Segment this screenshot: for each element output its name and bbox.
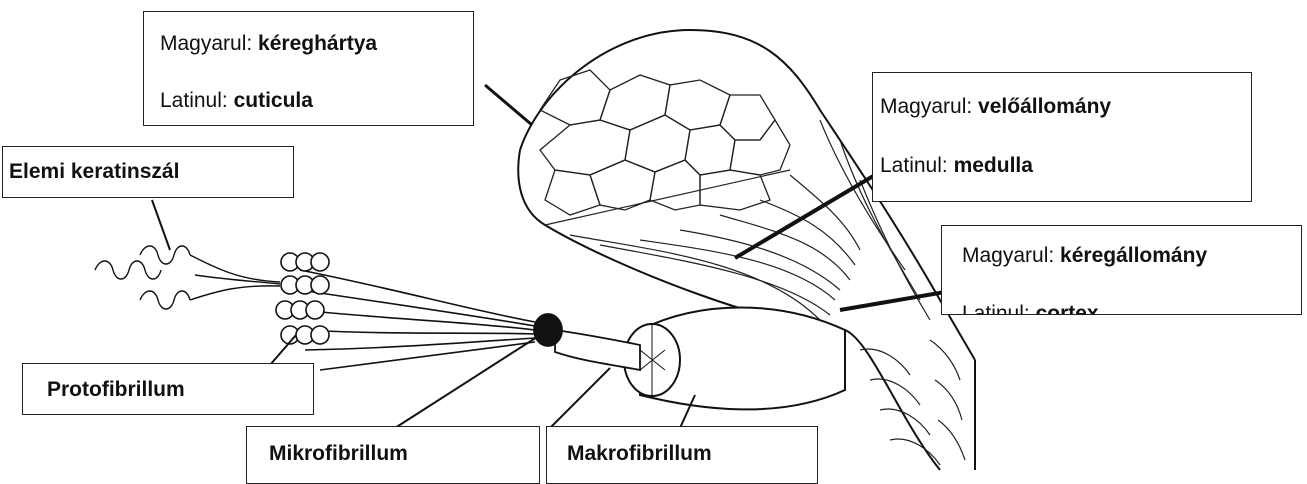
cuticula-hu-prefix: Magyarul:	[160, 32, 258, 55]
leader-cuticula	[485, 85, 532, 125]
makrofibrillum-text: Makrofibrillum	[567, 442, 712, 466]
label-mikrofibrillum: Mikrofibrillum	[246, 426, 540, 484]
scale-pattern	[860, 340, 965, 465]
protofibrillum-text: Protofibrillum	[47, 378, 185, 402]
mikrofibrillum-text: Mikrofibrillum	[269, 442, 408, 466]
cortex-hungarian-line: Magyarul: kéregállomány	[962, 244, 1207, 268]
medulla-la-term: medulla	[954, 154, 1033, 177]
medulla-latin-line: Latinul: medulla	[880, 154, 1033, 178]
label-cortex: Magyarul: kéregállomány Latinul: cortex	[941, 225, 1302, 315]
macrofibril-cylinder	[624, 308, 845, 410]
elemi-keratinszal-text: Elemi keratinszál	[9, 160, 179, 184]
medulla-hu-prefix: Magyarul:	[880, 95, 978, 118]
elementary-keratin	[95, 246, 280, 309]
medulla-hu-term: velőállomány	[978, 95, 1111, 118]
cortex-hu-term: kéregállomány	[1060, 244, 1207, 267]
label-elemi-keratinszal: Elemi keratinszál	[2, 146, 294, 198]
label-medulla: Magyarul: velőállomány Latinul: medulla	[872, 72, 1252, 202]
label-cuticula: Magyarul: kéreghártya Latinul: cuticula	[143, 11, 474, 126]
cuticle-cells	[540, 70, 790, 215]
label-protofibrillum: Protofibrillum	[22, 363, 314, 415]
cuticula-latin-line: Latinul: cuticula	[160, 89, 313, 113]
leader-makrofibrillum	[550, 368, 610, 428]
cuticula-la-prefix: Latinul:	[160, 89, 234, 112]
cuticula-hungarian-line: Magyarul: kéreghártya	[160, 32, 377, 56]
leader-cortex	[840, 292, 945, 310]
cortex-la-term: cortex	[1036, 302, 1099, 315]
medulla-hungarian-line: Magyarul: velőállomány	[880, 95, 1111, 119]
cuticula-la-term: cuticula	[234, 89, 313, 112]
cuticula-hu-term: kéreghártya	[258, 32, 377, 55]
cortex-latin-line: Latinul: cortex	[962, 302, 1099, 315]
label-makrofibrillum: Makrofibrillum	[546, 426, 818, 484]
microfibril	[534, 314, 640, 370]
medulla-la-prefix: Latinul:	[880, 154, 954, 177]
cortex-hu-prefix: Magyarul:	[962, 244, 1060, 267]
cortex-la-prefix: Latinul:	[962, 302, 1036, 315]
protofibril-bundle	[276, 253, 535, 370]
leader-elemi	[152, 200, 170, 250]
